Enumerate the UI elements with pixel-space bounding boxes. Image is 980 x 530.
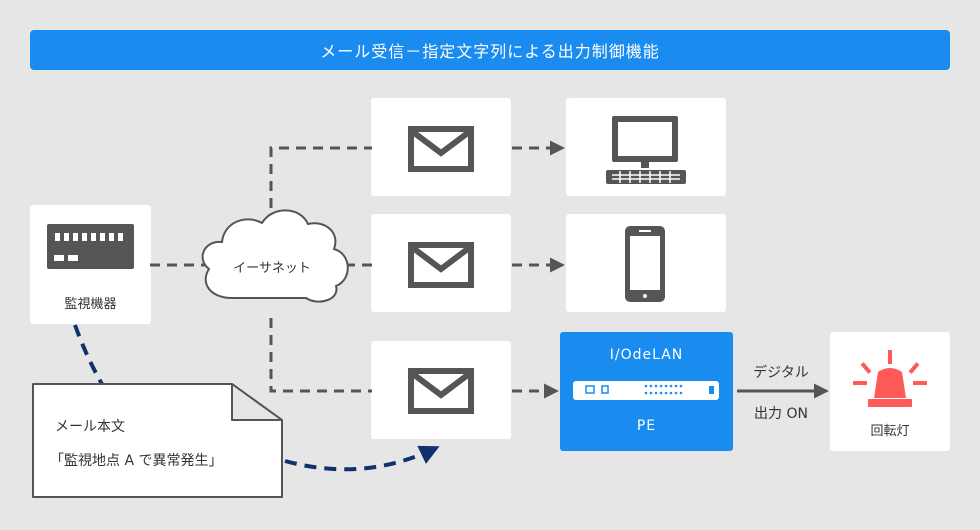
envelope-icon-bottom xyxy=(408,368,474,414)
pc-icon xyxy=(606,116,686,184)
smartphone-icon xyxy=(625,226,665,302)
page-title: メール受信－指定文字列による出力制御機能 xyxy=(30,30,950,70)
monitoring-device-icon xyxy=(47,224,134,269)
envelope-icon-middle xyxy=(408,242,474,288)
output-label-line2: 出力 ON xyxy=(754,406,808,422)
ethernet-label: イーサネット xyxy=(233,261,311,276)
ethernet-cloud-icon xyxy=(201,209,349,303)
connector-cloud-to-mail-top xyxy=(269,146,372,208)
warning-light-label: 回転灯 xyxy=(870,424,910,439)
monitor-device-label: 監視機器 xyxy=(64,297,117,312)
dashed-connectors xyxy=(150,140,565,399)
pe-device-icon xyxy=(573,381,719,400)
envelope-icon-top xyxy=(408,126,474,172)
pe-brand-label: I/OdeLAN xyxy=(609,347,684,363)
mail-card-middle xyxy=(371,214,511,312)
mail-note-line2: 「監視地点 A で異常発生」 xyxy=(50,453,223,469)
siren-icon xyxy=(853,350,927,407)
connector-cloud-to-mail-bottom xyxy=(269,318,372,393)
mail-card-top xyxy=(371,98,511,196)
output-label-line1: デジタル xyxy=(753,365,809,381)
mail-note-line1: メール本文 xyxy=(55,419,125,435)
pe-model-label: PE xyxy=(636,418,657,434)
mail-card-bottom xyxy=(371,341,511,439)
mail-body-note xyxy=(32,383,283,498)
